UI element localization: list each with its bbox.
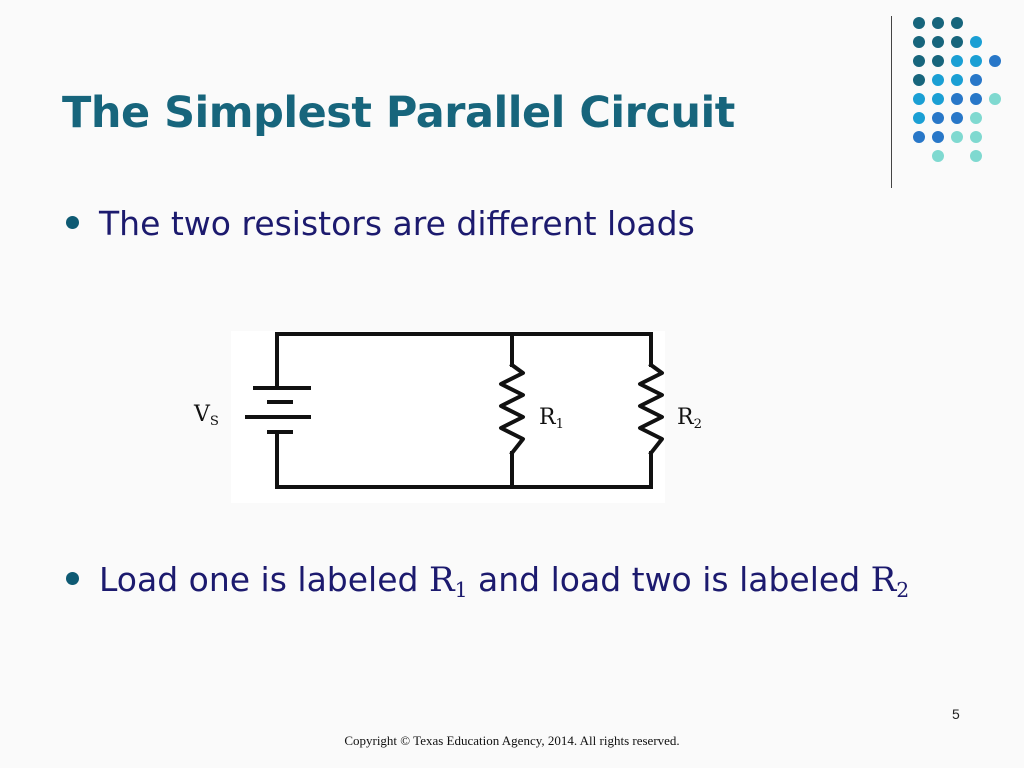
bullet-text-start: Load one is labeled	[99, 560, 429, 599]
decor-dot	[970, 93, 982, 105]
decor-dot	[970, 112, 982, 124]
r1-math-base: R	[428, 560, 455, 600]
decor-dot	[951, 17, 963, 29]
decor-dot	[913, 112, 925, 124]
decor-dot	[932, 150, 944, 162]
decorative-dot-grid	[913, 17, 1001, 162]
decor-dot	[932, 17, 944, 29]
slide-title: The Simplest Parallel Circuit	[62, 88, 735, 138]
decor-dot	[989, 93, 1001, 105]
decor-dot	[913, 93, 925, 105]
bullet-dot-icon	[66, 216, 79, 229]
decor-dot	[932, 131, 944, 143]
decor-dot	[970, 150, 982, 162]
decor-dot	[970, 55, 982, 67]
decor-dot	[913, 55, 925, 67]
decor-dot	[932, 112, 944, 124]
bullet-item: The two resistors are different loads	[66, 204, 695, 243]
decor-dot	[932, 55, 944, 67]
r1-label-sub: 1	[555, 416, 564, 432]
decor-dot	[913, 36, 925, 48]
decor-dot	[970, 131, 982, 143]
decor-dot	[951, 74, 963, 86]
r1-label-base: R	[539, 405, 556, 430]
decor-dot	[951, 93, 963, 105]
resistor-r1-zigzag	[499, 362, 525, 456]
decor-dot	[989, 55, 1001, 67]
r2-label: R2	[677, 405, 702, 432]
r2-label-sub: 2	[693, 416, 702, 432]
r1-math-symbol: R1	[428, 560, 468, 603]
slide-number: 5	[952, 706, 960, 722]
decor-dot	[932, 74, 944, 86]
r1-label: R1	[539, 405, 564, 432]
bullet-text-middle: and load two is labeled	[467, 560, 871, 599]
bullet-text: The two resistors are different loads	[99, 204, 695, 243]
source-label-base: V	[194, 402, 210, 427]
decor-dot	[951, 55, 963, 67]
decor-dot	[932, 93, 944, 105]
r1-math-sub: 1	[454, 578, 468, 603]
decor-dot	[932, 36, 944, 48]
decor-dot	[951, 112, 963, 124]
copyright-footer: Copyright © Texas Education Agency, 2014…	[344, 733, 680, 748]
circuit-schematic	[245, 332, 664, 489]
r2-label-base: R	[677, 405, 694, 430]
decor-dot	[970, 74, 982, 86]
decor-dot	[970, 36, 982, 48]
bullet-dot-icon	[66, 572, 79, 585]
divider-line	[891, 16, 892, 188]
decor-dot	[951, 36, 963, 48]
decor-dot	[913, 131, 925, 143]
resistor-r2-zigzag	[638, 362, 664, 456]
bullet-item: Load one is labeled R1 and load two is l…	[66, 560, 909, 602]
decor-dot	[913, 17, 925, 29]
parallel-circuit-diagram	[231, 331, 665, 503]
decor-dot	[913, 74, 925, 86]
source-label-sub: S	[209, 413, 219, 429]
r2-math-base: R	[870, 560, 897, 600]
decor-dot	[951, 131, 963, 143]
r2-math-symbol: R2	[870, 560, 910, 603]
r2-math-sub: 2	[896, 578, 910, 603]
source-voltage-label: VS	[194, 402, 219, 429]
